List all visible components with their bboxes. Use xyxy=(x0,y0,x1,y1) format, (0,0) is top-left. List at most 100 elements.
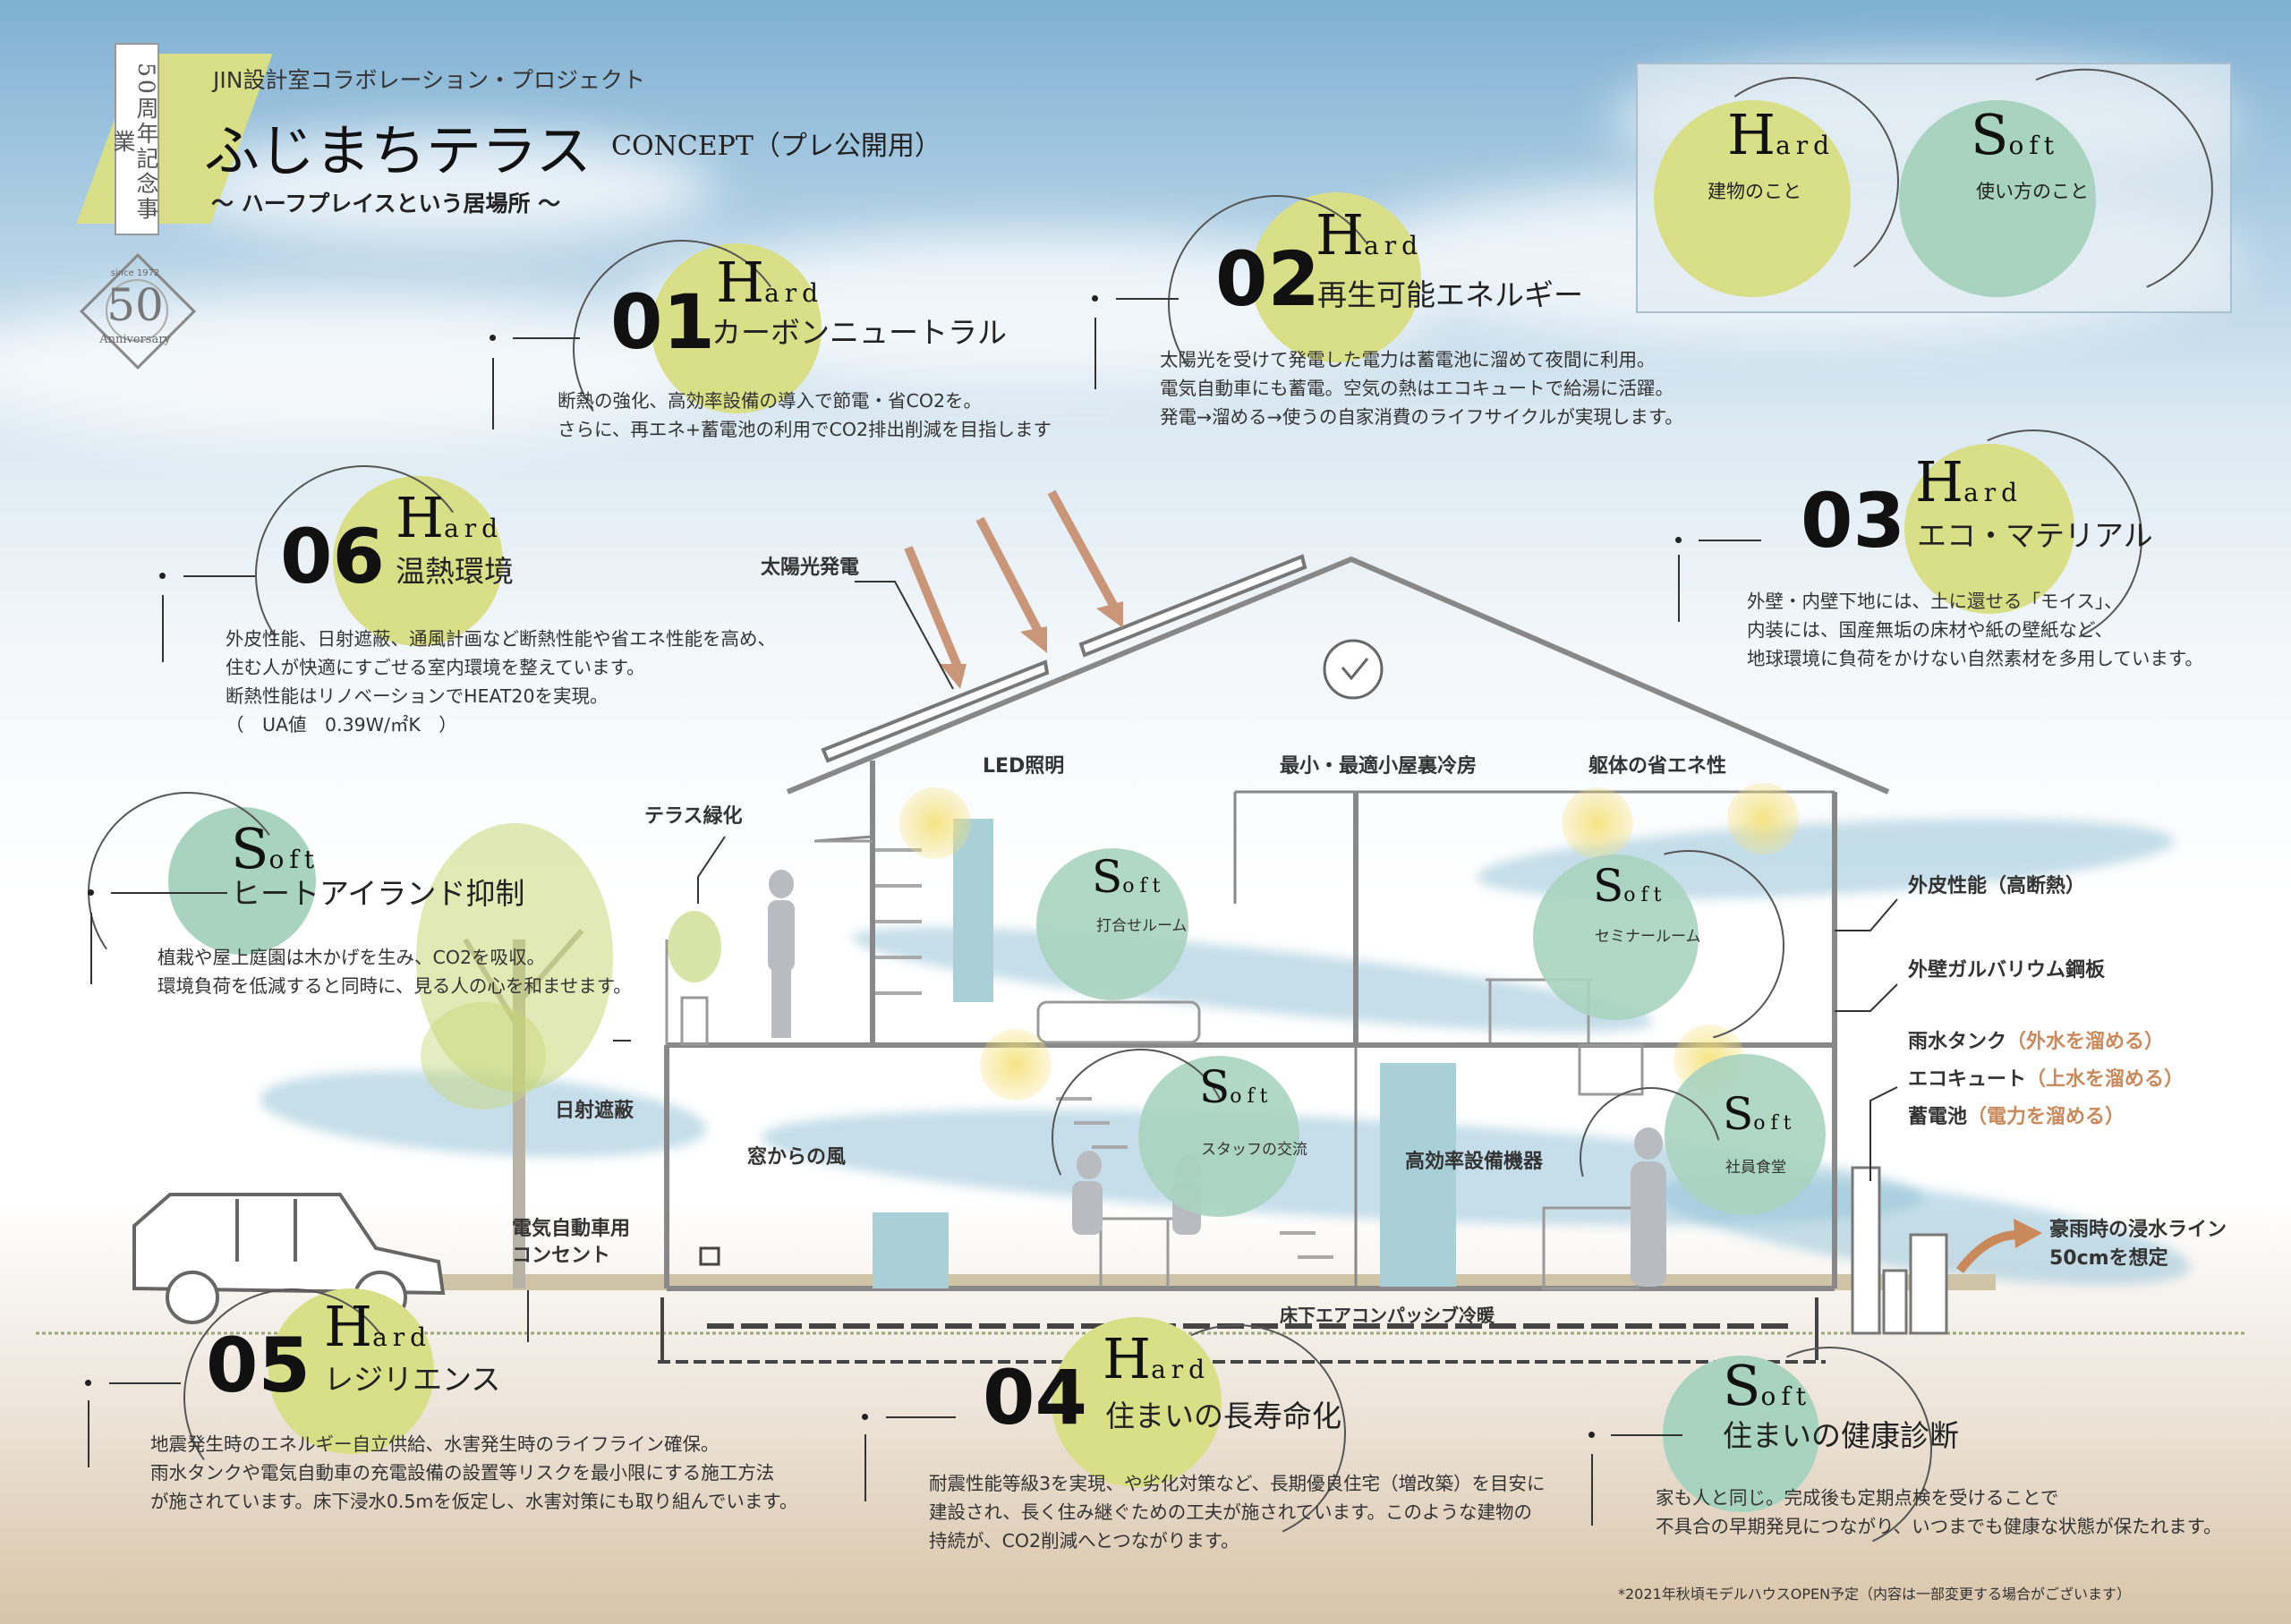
light-glow-3 xyxy=(1727,783,1799,855)
label-ecocute: エコキュート（上水を溜める） xyxy=(1908,1063,2184,1092)
heat-circle xyxy=(168,807,316,955)
item05-tag: Hard xyxy=(324,1299,431,1355)
solar-panels xyxy=(821,554,1307,763)
item04-tag: Hard xyxy=(1103,1331,1210,1387)
room-seminar-name: セミナールーム xyxy=(1595,928,1701,946)
room-cafeteria-name: 社員食堂 xyxy=(1725,1159,1786,1177)
item06-desc: 外皮性能、日射遮蔽、通風計画など断熱性能や省エネ性能を高め、 住む人が快適にすご… xyxy=(226,625,776,739)
room-meeting-tag-rest: oft xyxy=(1122,875,1166,897)
item04-desc-line: 持続が、CO2削減へとつながります。 xyxy=(929,1530,1239,1552)
footnote: *2021年秋頃モデルハウスOPEN予定（内容は一部変更する場合がございます） xyxy=(1618,1586,2132,1603)
item06-desc-line: 断熱性能はリノベーションでHEAT20を実現。 xyxy=(226,685,609,707)
room-staff-name: スタッフの交流 xyxy=(1201,1141,1307,1159)
project-name: JIN設計室コラボレーション・プロジェクト xyxy=(213,67,645,93)
item05-number: 05 xyxy=(206,1322,311,1409)
heat-dot xyxy=(88,889,94,896)
item06-desc-line: 住む人が快適にすごせる室内環境を整えています。 xyxy=(226,657,645,678)
flood-arrowhead xyxy=(2014,1219,2042,1248)
badge-anniversary: Anniversary xyxy=(99,333,171,346)
item06-number: 06 xyxy=(280,513,385,600)
item05-vline xyxy=(88,1400,89,1467)
page-subtitle: 〜 ハーフプレイスという居場所 〜 xyxy=(211,191,561,217)
label-ev-outlet-2: コンセント xyxy=(512,1245,611,1267)
item03-desc-line: 外壁・内壁下地には、土に還せる「モイス」、 xyxy=(1747,591,2123,612)
label-underfloor: 床下エアコンパッシブ冷暖 xyxy=(1280,1305,1495,1326)
item05-tag-letter: H xyxy=(324,1294,373,1359)
heat-desc-line: 環境負荷を低減すると同時に、見る人の心を和ませます。 xyxy=(158,975,632,997)
room-staff-circle xyxy=(1138,1056,1299,1217)
rain-tank-text: 雨水タンク xyxy=(1908,1031,2007,1053)
item01-tag: Hard xyxy=(716,255,823,310)
item03-title: エコ・マテリアル xyxy=(1917,518,2153,553)
label-rain-tank: 雨水タンク（外水を溜める） xyxy=(1908,1025,2164,1054)
room-meeting-tag: Soft xyxy=(1092,855,1166,899)
item02-desc-line: 発電→溜める→使うの自家消費のライフサイクルが実現します。 xyxy=(1160,406,1683,428)
item02-number: 02 xyxy=(1215,235,1320,323)
badge-inner xyxy=(106,279,168,342)
item01-number: 01 xyxy=(610,278,715,366)
item01-title: カーボンニュートラル xyxy=(711,315,1007,350)
item02-desc: 太陽光を受けて発電した電力は蓄電池に溜めて夜間に利用。 電気自動車にも蓄電。空気… xyxy=(1160,345,1683,431)
room-seminar-tag-rest: oft xyxy=(1623,884,1667,906)
item04-line xyxy=(886,1416,956,1418)
item05-desc-line: 雨水タンクや電気自動車の充電設備の設置等リスクを最小限にする施工方法 xyxy=(150,1462,775,1484)
item03-tag-rest: ard xyxy=(1963,478,2023,507)
room-cafeteria-circle xyxy=(1665,1054,1826,1215)
item03-desc-line: 地球環境に負荷をかけない自然素材を多用しています。 xyxy=(1747,648,2203,669)
item04-title: 住まいの長寿命化 xyxy=(1105,1399,1341,1433)
anniversary-vertical-label: 50周年記念事業 xyxy=(110,43,159,235)
room-seminar-tag-letter: S xyxy=(1593,860,1624,912)
item01-tag-letter: H xyxy=(716,250,765,315)
legend-soft-desc: 使い方のこと xyxy=(1976,181,2089,202)
item02-tag-rest: ard xyxy=(1364,231,1424,260)
item01-desc-line: さらに、再エネ+蓄電池の利用でCO2排出削減を目指します xyxy=(558,419,1052,440)
page-title: ふじまちテラス xyxy=(204,118,592,183)
legend-hard-desc: 建物のこと xyxy=(1708,181,1801,202)
item02-desc-line: 電気自動車にも蓄電。空気の熱はエコキュートで給湯に活躍。 xyxy=(1160,378,1674,399)
item06-tag-rest: ard xyxy=(444,514,504,543)
legend-box: Hard 建物のこと Soft 使い方のこと xyxy=(1636,34,2246,333)
item06-desc-line: （ UA値 0.39W/㎡K ） xyxy=(226,714,457,735)
leader-lines xyxy=(527,581,1898,1342)
label-galvalume: 外壁ガルバリウム鋼板 xyxy=(1908,959,2106,982)
bookshelf xyxy=(875,848,922,995)
concept-label: CONCEPT（プレ公開用） xyxy=(611,131,941,162)
equipment-unit xyxy=(1380,1063,1456,1287)
item04-circle xyxy=(1052,1317,1222,1487)
item01-desc: 断熱の強化、高効率設備の導入で節電・省CO2を。 さらに、再エネ+蓄電池の利用で… xyxy=(558,387,1052,444)
sunlight-arrows xyxy=(904,489,1123,689)
heat-tag-letter: S xyxy=(231,816,269,881)
item02-line xyxy=(1116,298,1179,300)
item02-tag: Hard xyxy=(1316,208,1423,263)
item05-desc-line: が施されています。床下浸水0.5mを仮定し、水害対策にも取り組んでいます。 xyxy=(150,1491,798,1512)
item04-number: 04 xyxy=(983,1354,1087,1441)
item02-vline xyxy=(1094,318,1096,389)
item02-desc-line: 太陽光を受けて発電した電力は蓄電池に溜めて夜間に利用。 xyxy=(1160,349,1656,370)
item01-circle xyxy=(652,243,822,413)
room-meeting-tag-letter: S xyxy=(1092,851,1123,903)
item01-dot xyxy=(490,335,496,341)
label-shade: 日射遮蔽 xyxy=(555,1100,634,1122)
label-equipment: 高効率設備機器 xyxy=(1405,1151,1544,1173)
item05-line xyxy=(109,1382,181,1384)
heat-line xyxy=(111,892,227,894)
label-terrace: テラス緑化 xyxy=(644,805,743,828)
label-flood-2: 50cmを想定 xyxy=(2049,1247,2168,1270)
item01-tag-rest: ard xyxy=(764,278,824,308)
legend-hard-rest: ard xyxy=(1776,131,1835,160)
light-glow-2 xyxy=(1562,787,1633,859)
room-cafeteria-tag-rest: oft xyxy=(1753,1112,1797,1135)
health-tag-letter: S xyxy=(1723,1353,1761,1418)
heat-tag: Soft xyxy=(231,821,319,877)
health-circle xyxy=(1663,1356,1819,1512)
item04-desc-line: 耐震性能等級3を実現、や劣化対策など、長期優良住宅（増改築）を目安に xyxy=(929,1473,1546,1494)
flood-arrow xyxy=(1956,1230,2019,1274)
label-led: LED照明 xyxy=(983,755,1065,778)
item02-circle xyxy=(1251,192,1421,362)
item06-line xyxy=(183,575,255,577)
item06-circle xyxy=(333,476,503,646)
label-attic: 最小・最適小屋裏冷房 xyxy=(1280,755,1478,778)
item06-tag-letter: H xyxy=(396,485,445,550)
sofa xyxy=(1036,1000,1201,1047)
